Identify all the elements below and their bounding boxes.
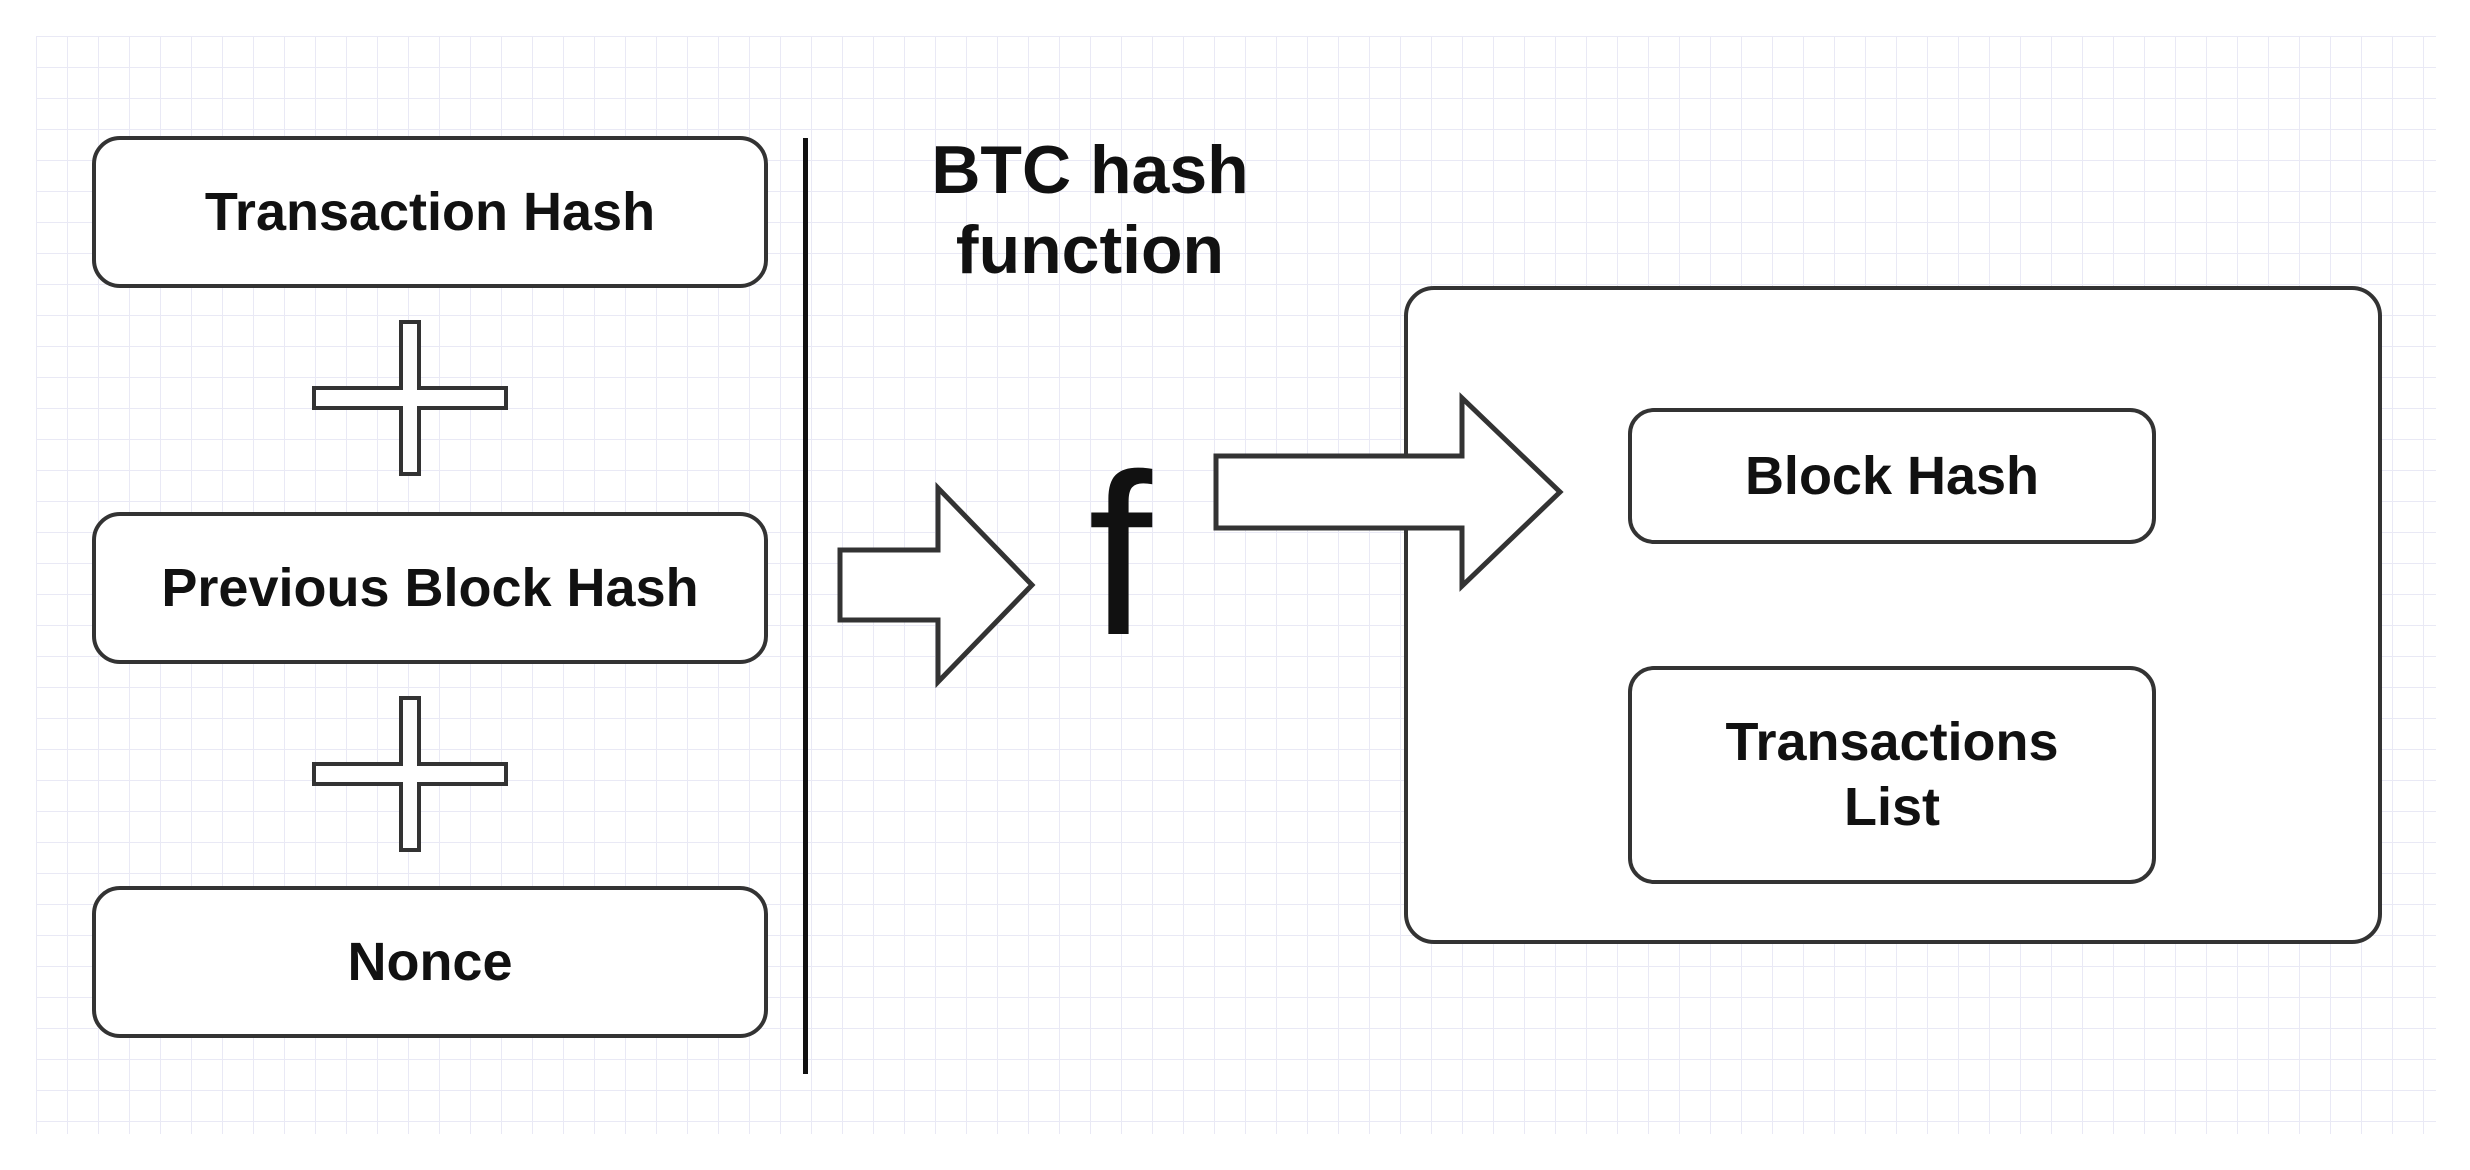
right-arrow-icon	[1213, 392, 1564, 592]
plus-icon	[312, 320, 508, 476]
divider-line	[803, 138, 808, 1074]
function-title: BTC hash function	[931, 132, 1249, 289]
previous-block-hash-box: Previous Block Hash	[92, 512, 768, 664]
function-symbol: f	[1088, 426, 1152, 683]
right-arrow-icon	[837, 481, 1036, 689]
transaction-hash-box: Transaction Hash	[92, 136, 768, 288]
plus-icon	[312, 696, 508, 852]
nonce-box: Nonce	[92, 886, 768, 1038]
block-hash-box: Block Hash	[1628, 408, 2156, 544]
transactions-list-box: Transactions List	[1628, 666, 2156, 884]
